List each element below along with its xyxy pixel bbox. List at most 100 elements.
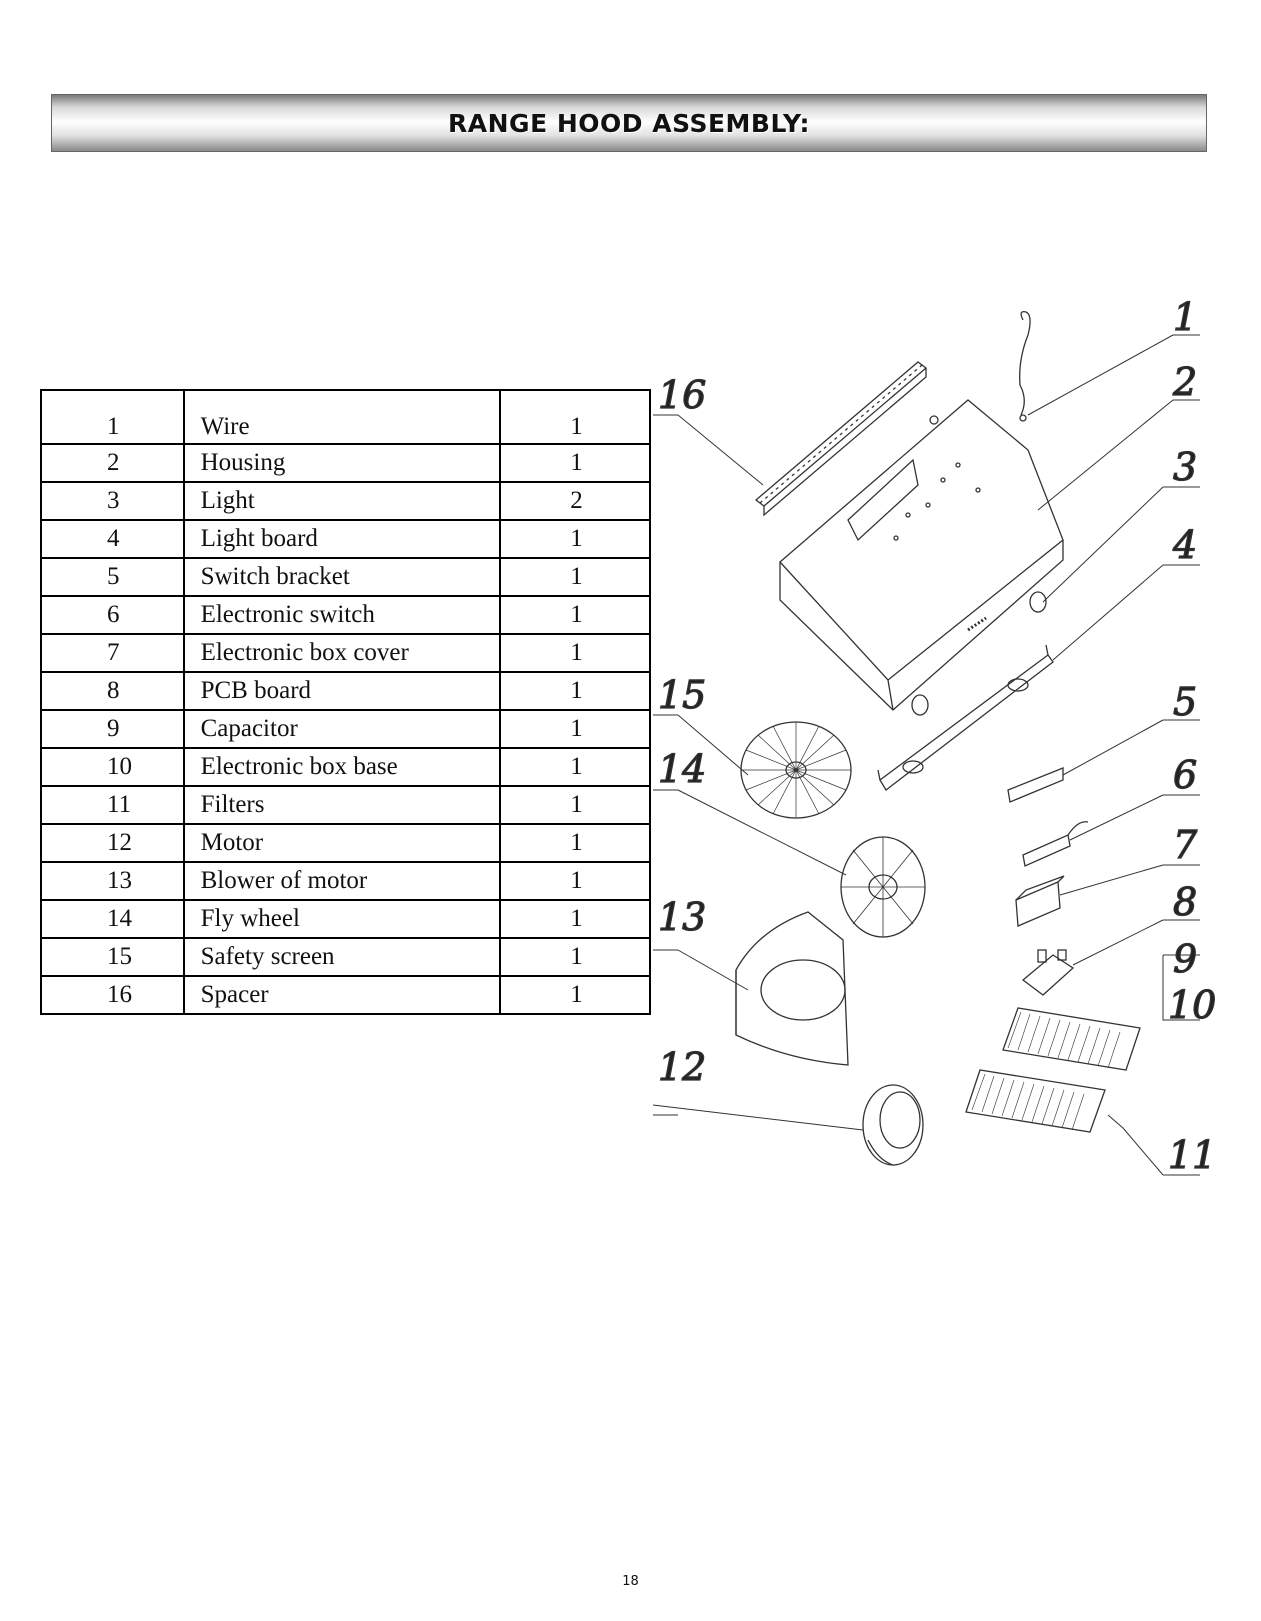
part-number-cell: 1 xyxy=(40,389,185,445)
part-name-cell: Electronic switch xyxy=(182,595,502,635)
part-quantity-cell: 1 xyxy=(499,975,651,1015)
part-number-cell: 9 xyxy=(40,709,185,749)
part-number-cell: 16 xyxy=(40,975,185,1015)
callout-4: 4 xyxy=(1172,523,1197,567)
callout-12: 12 xyxy=(658,1045,706,1089)
electronic-switch-part-drawing xyxy=(1022,821,1089,867)
part-number-cell: 12 xyxy=(40,823,185,863)
part-name-cell: Switch bracket xyxy=(182,557,502,597)
part-name-cell: Light xyxy=(182,481,502,521)
part-quantity-cell: 1 xyxy=(499,785,651,825)
spacer-part-drawing xyxy=(754,361,928,517)
part-name-cell: PCB board xyxy=(182,671,502,711)
callout-1: 1 xyxy=(1173,295,1197,339)
part-quantity-cell: 1 xyxy=(499,823,651,863)
part-name-cell: Filters xyxy=(182,785,502,825)
wire-part-drawing xyxy=(1019,311,1031,422)
part-name-cell: Blower of motor xyxy=(182,861,502,901)
callout-10: 10 xyxy=(1168,983,1216,1027)
part-name-cell: Electronic box base xyxy=(182,747,502,787)
part-name-cell: Wire xyxy=(182,389,502,445)
part-name-cell: Light board xyxy=(182,519,502,559)
callout-8: 8 xyxy=(1173,880,1197,924)
part-quantity-cell: 1 xyxy=(499,671,651,711)
part-number-cell: 6 xyxy=(40,595,185,635)
exploded-assembly-diagram: 1 2 3 4 5 6 7 8 9 10 11 12 13 14 15 16 xyxy=(652,294,1217,1178)
callout-6: 6 xyxy=(1173,753,1197,797)
part-name-cell: Housing xyxy=(182,443,502,483)
callout-5: 5 xyxy=(1173,680,1197,724)
part-name-cell: Fly wheel xyxy=(182,899,502,939)
switch-bracket-part-drawing xyxy=(1007,767,1064,803)
part-number-cell: 14 xyxy=(40,899,185,939)
part-quantity-cell: 1 xyxy=(499,519,651,559)
part-quantity-cell: 1 xyxy=(499,633,651,673)
callout-7: 7 xyxy=(1173,823,1198,867)
callout-13: 13 xyxy=(658,895,706,939)
part-quantity-cell: 1 xyxy=(499,389,651,445)
part-quantity-cell: 1 xyxy=(499,709,651,749)
part-number-cell: 4 xyxy=(40,519,185,559)
part-name-cell: Safety screen xyxy=(182,937,502,977)
part-number-cell: 5 xyxy=(40,557,185,597)
electronic-box-cover-drawing xyxy=(1015,875,1065,927)
fly-wheel-part-drawing xyxy=(840,836,926,938)
leader-lines xyxy=(652,334,1200,1176)
part-number-cell: 15 xyxy=(40,937,185,977)
callout-9: 9 xyxy=(1173,937,1197,981)
part-quantity-cell: 2 xyxy=(499,481,651,521)
callout-15: 15 xyxy=(658,673,706,717)
part-name-cell: Spacer xyxy=(182,975,502,1015)
part-quantity-cell: 1 xyxy=(499,443,651,483)
safety-screen-part-drawing xyxy=(740,721,852,819)
part-quantity-cell: 1 xyxy=(499,937,651,977)
part-number-cell: 7 xyxy=(40,633,185,673)
section-header-banner: RANGE HOOD ASSEMBLY: xyxy=(51,94,1207,152)
part-quantity-cell: 1 xyxy=(499,861,651,901)
light-board-part-drawing xyxy=(877,644,1054,791)
part-quantity-cell: 1 xyxy=(499,747,651,787)
part-number-cell: 3 xyxy=(40,481,185,521)
part-name-cell: Motor xyxy=(182,823,502,863)
part-quantity-cell: 1 xyxy=(499,557,651,597)
page-number: 18 xyxy=(622,1574,639,1589)
part-quantity-cell: 1 xyxy=(499,899,651,939)
blower-part-drawing xyxy=(735,911,849,1066)
part-number-cell: 10 xyxy=(40,747,185,787)
part-name-cell: Electronic box cover xyxy=(182,633,502,673)
callout-11: 11 xyxy=(1168,1133,1216,1177)
part-number-cell: 11 xyxy=(40,785,185,825)
filters-part-drawing xyxy=(965,1007,1141,1133)
pcb-capacitor-box-base-drawing xyxy=(1021,949,1075,996)
part-quantity-cell: 1 xyxy=(499,595,651,635)
callout-3: 3 xyxy=(1173,445,1197,489)
part-name-cell: Capacitor xyxy=(182,709,502,749)
part-number-cell: 8 xyxy=(40,671,185,711)
callout-14: 14 xyxy=(658,747,706,791)
housing-part-drawing xyxy=(779,399,1064,711)
callout-2: 2 xyxy=(1172,360,1197,404)
part-number-cell: 13 xyxy=(40,861,185,901)
part-number-cell: 2 xyxy=(40,443,185,483)
callout-16: 16 xyxy=(658,373,706,417)
page-title: RANGE HOOD ASSEMBLY: xyxy=(448,108,810,138)
motor-part-drawing xyxy=(862,1084,924,1166)
light-part-drawing xyxy=(911,591,1047,716)
